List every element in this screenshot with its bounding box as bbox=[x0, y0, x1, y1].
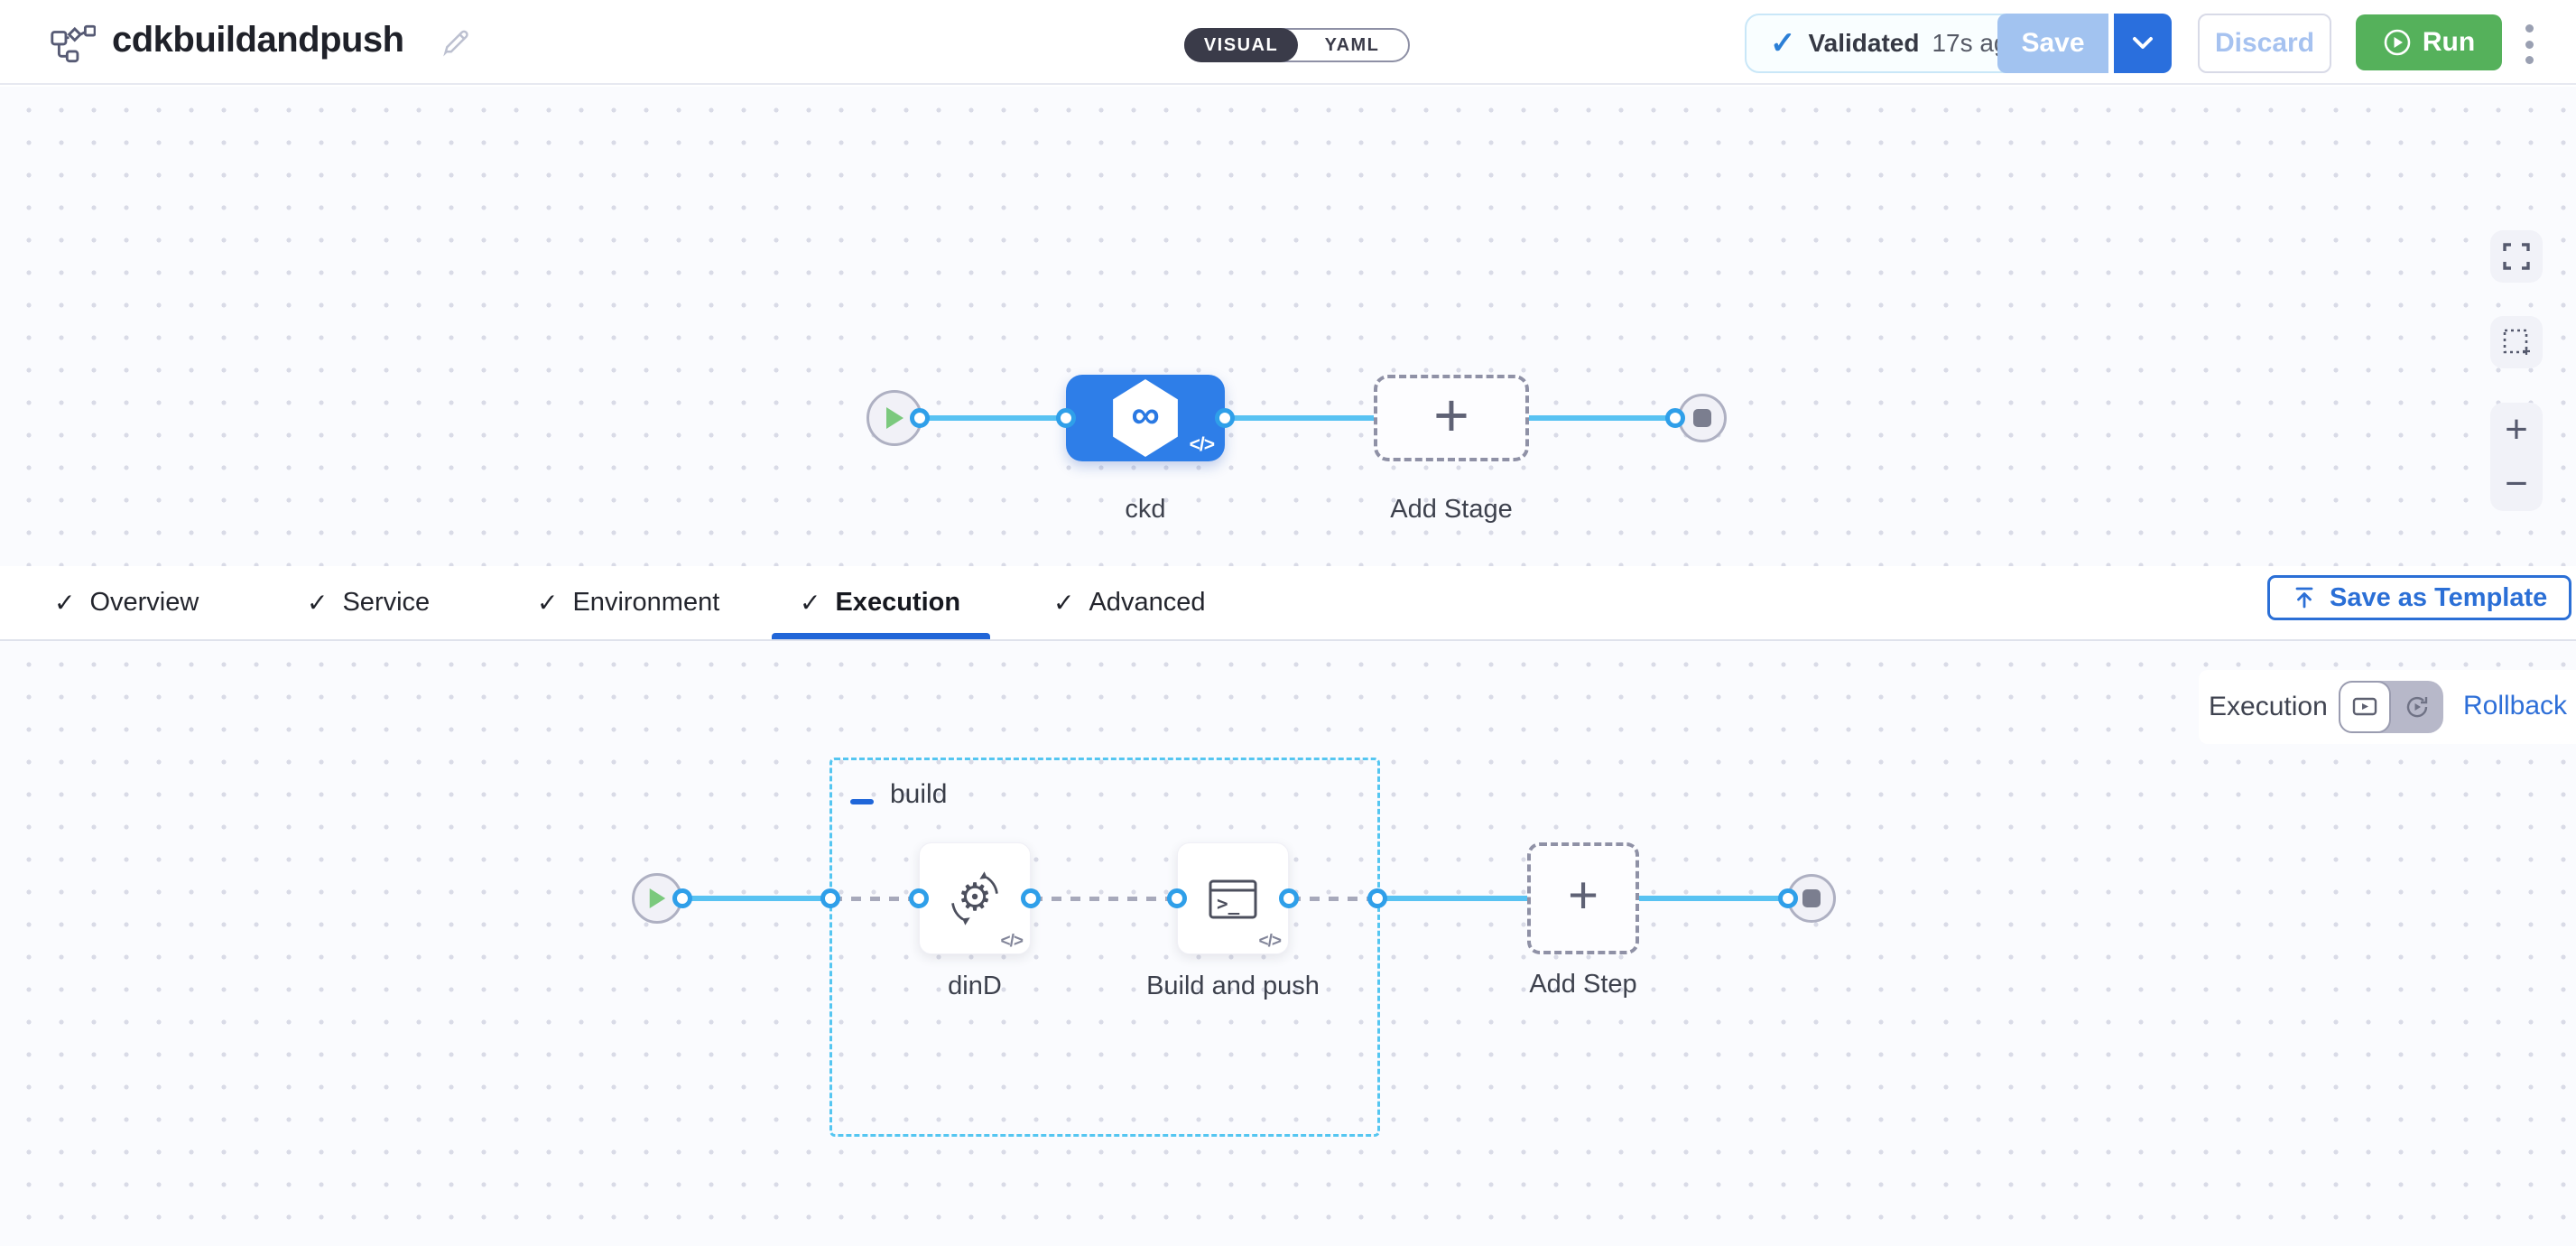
plus-icon: + bbox=[1433, 381, 1469, 450]
execution-canvas[interactable]: Execution Rollback build bbox=[0, 641, 2576, 1246]
save-options-button[interactable] bbox=[2114, 14, 2172, 73]
stage-canvas[interactable]: ∞ </> ckd + Add Stage + − bbox=[0, 87, 2576, 566]
connector-port bbox=[1056, 408, 1076, 428]
visual-tab[interactable]: VISUAL bbox=[1184, 28, 1298, 62]
step-group-name: build bbox=[890, 779, 948, 809]
validation-status: Validated bbox=[1808, 29, 1920, 57]
view-mode-toggle: VISUAL YAML bbox=[1184, 28, 1410, 62]
step-node-build-and-push[interactable]: >_ </> bbox=[1177, 842, 1289, 954]
plus-icon: + bbox=[1568, 866, 1598, 925]
connector-port bbox=[1021, 888, 1041, 908]
play-circle-icon bbox=[2384, 29, 2411, 56]
step-group-build: build bbox=[829, 758, 1380, 1137]
connector-port bbox=[1215, 408, 1235, 428]
rollback-view-segment[interactable] bbox=[2391, 681, 2443, 733]
play-icon bbox=[649, 888, 666, 908]
connector-port bbox=[1665, 408, 1685, 428]
check-icon: ✓ bbox=[537, 589, 559, 617]
page-title: cdkbuildandpush bbox=[112, 20, 404, 60]
check-icon: ✓ bbox=[1053, 589, 1075, 617]
step-name-label: dinD bbox=[948, 972, 1002, 1000]
add-stage-button[interactable]: + bbox=[1374, 375, 1529, 461]
stage-node-ckd[interactable]: ∞ </> bbox=[1066, 375, 1225, 461]
fullscreen-icon bbox=[2503, 243, 2530, 270]
tab-overview[interactable]: ✓ Overview bbox=[54, 588, 199, 617]
tab-service[interactable]: ✓ Service bbox=[307, 588, 431, 617]
run-button[interactable]: Run bbox=[2356, 14, 2502, 70]
header: cdkbuildandpush VISUAL YAML ✓ Validated … bbox=[0, 0, 2576, 85]
add-stage-label: Add Stage bbox=[1390, 495, 1513, 524]
save-as-template-button[interactable]: Save as Template bbox=[2267, 575, 2572, 620]
discard-button[interactable]: Discard bbox=[2198, 14, 2331, 73]
zoom-out-icon[interactable]: − bbox=[2505, 461, 2528, 506]
connector-port bbox=[820, 888, 840, 908]
svg-text:⚙: ⚙ bbox=[958, 877, 992, 919]
connector-port bbox=[1167, 888, 1187, 908]
code-icon: </> bbox=[1258, 932, 1283, 951]
connector-port bbox=[1367, 888, 1387, 908]
svg-text:>_: >_ bbox=[1217, 893, 1240, 915]
marquee-select-icon bbox=[2503, 329, 2530, 355]
stage-connector-line bbox=[894, 415, 1702, 421]
step-name-label: Build and push bbox=[1146, 972, 1320, 1000]
pipeline-end-node bbox=[1678, 394, 1727, 442]
ci-stage-icon: ∞ bbox=[1113, 379, 1178, 457]
step-dotted-connector bbox=[832, 897, 919, 901]
play-icon bbox=[886, 407, 903, 429]
stop-icon bbox=[1802, 889, 1821, 907]
step-connector-line bbox=[657, 896, 832, 901]
execution-mode-label: Execution bbox=[2209, 692, 2328, 721]
code-icon: </> bbox=[1000, 932, 1024, 951]
step-dotted-connector bbox=[1291, 897, 1377, 901]
stage-name-label: ckd bbox=[1125, 495, 1166, 524]
rollback-play-icon bbox=[2406, 696, 2428, 718]
rollback-link[interactable]: Rollback bbox=[2463, 691, 2568, 721]
stop-icon bbox=[1693, 409, 1711, 427]
zoom-in-icon[interactable]: + bbox=[2505, 407, 2528, 451]
selection-mode-button[interactable] bbox=[2490, 316, 2543, 368]
check-icon: ✓ bbox=[1770, 26, 1796, 60]
connector-port bbox=[909, 888, 929, 908]
connector-port bbox=[672, 888, 692, 908]
execution-view-segment[interactable] bbox=[2339, 681, 2391, 733]
upload-icon bbox=[2295, 587, 2313, 609]
more-options-icon[interactable] bbox=[2520, 24, 2538, 64]
step-dotted-connector bbox=[1033, 897, 1177, 901]
chevron-down-icon bbox=[2133, 37, 2153, 49]
connector-port bbox=[1778, 888, 1798, 908]
edit-title-icon[interactable] bbox=[440, 25, 473, 62]
yaml-tab[interactable]: YAML bbox=[1324, 34, 1380, 55]
add-step-label: Add Step bbox=[1529, 970, 1637, 999]
pipeline-icon bbox=[51, 23, 97, 68]
step-node-dind[interactable]: ⚙ </> bbox=[919, 842, 1031, 954]
stage-tab-bar: ✓ Overview ✓ Service ✓ Environment ✓ Exe… bbox=[0, 566, 2576, 641]
save-button[interactable]: Save bbox=[1997, 14, 2111, 73]
steps-play-icon bbox=[2352, 697, 2377, 716]
tab-execution[interactable]: ✓ Execution bbox=[800, 588, 961, 617]
tab-advanced[interactable]: ✓ Advanced bbox=[1053, 588, 1206, 617]
add-step-button[interactable]: + bbox=[1527, 842, 1639, 954]
connector-port bbox=[1279, 888, 1299, 908]
check-icon: ✓ bbox=[54, 589, 76, 617]
execution-rollback-toggle bbox=[2339, 681, 2443, 733]
check-icon: ✓ bbox=[800, 589, 821, 617]
tab-environment[interactable]: ✓ Environment bbox=[537, 588, 720, 617]
collapse-group-icon[interactable] bbox=[850, 789, 886, 814]
fit-to-screen-button[interactable] bbox=[2490, 230, 2543, 283]
zoom-controls: + − bbox=[2490, 403, 2543, 511]
code-icon: </> bbox=[1189, 434, 1215, 455]
active-tab-indicator bbox=[772, 633, 990, 639]
check-icon: ✓ bbox=[307, 589, 329, 617]
connector-port bbox=[910, 408, 930, 428]
